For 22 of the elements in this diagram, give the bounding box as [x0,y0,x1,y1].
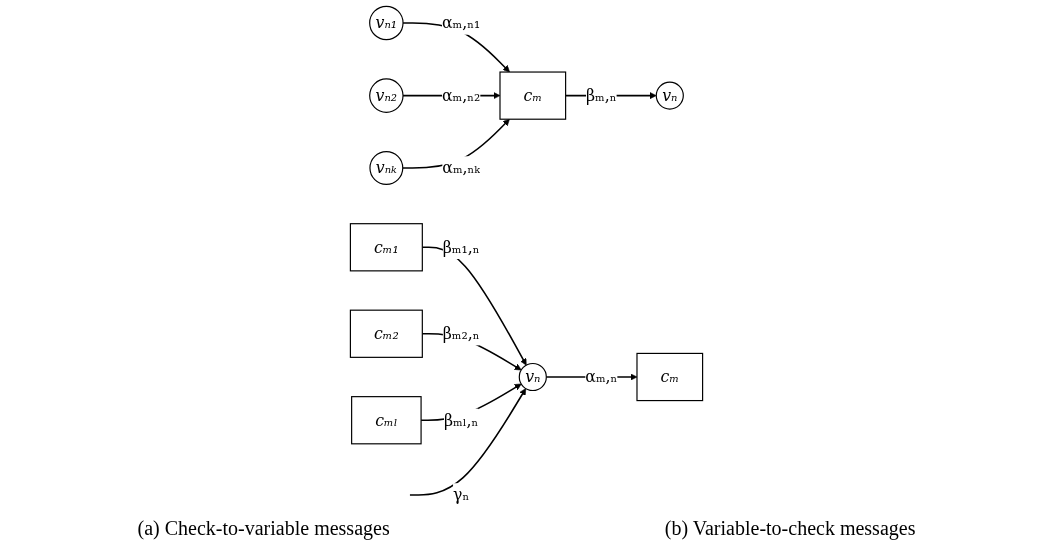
caption-text: (a) Check-to-variable messages [137,517,390,540]
node-box: cₘ₁ [349,223,423,272]
edge-label: αₘ,ₙ₂ [441,86,481,106]
node-box: cₘ [636,352,704,402]
edge-label: γₙ [453,485,470,505]
node-circle: vₙ₁ [369,5,404,41]
edge-label: βₘ,ₙ [586,86,617,106]
node-circle: vₙ₂ [369,78,404,113]
edge-label: βₘₗ,ₙ [443,410,479,430]
edge-label: αₘ,ₙₖ [442,158,481,178]
node-circle: vₙ [655,81,684,110]
node-circle: vₙ [518,362,547,392]
edge-label: αₘ,ₙ [585,367,618,387]
node-box: cₘ₂ [349,309,423,358]
edge-label: βₘ₂,ₙ [442,324,480,344]
edge-label: βₘ₁,ₙ [442,237,480,257]
caption-text: (b) Variable-to-check messages [664,517,916,540]
node-box: cₘₗ [351,396,422,445]
arrow [409,388,527,496]
node-box: cₘ [499,71,567,120]
node-circle: vₙₖ [369,151,404,185]
edge-label: αₘ,ₙ₁ [441,13,481,33]
